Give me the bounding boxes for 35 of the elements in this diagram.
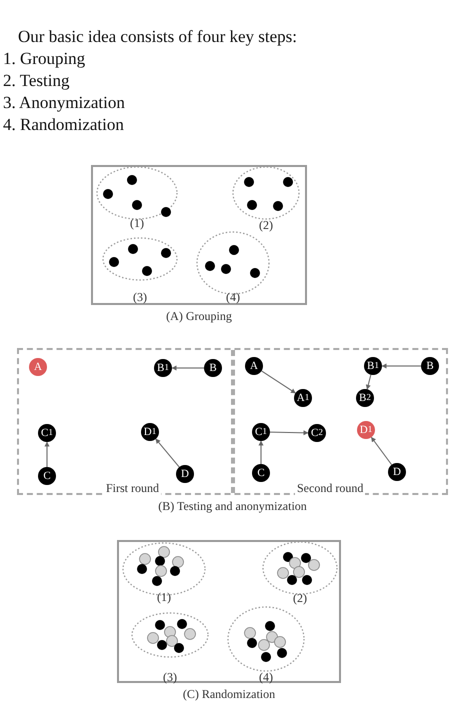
arrow: [155, 438, 180, 468]
step-item: 4. Randomization: [3, 114, 124, 136]
group-number: (2): [258, 218, 274, 232]
node-circle: B: [204, 359, 222, 377]
group-number: (3): [132, 290, 148, 304]
panel-caption: (C) Randomization: [182, 687, 276, 702]
panel-caption: (B) Testing and anonymization: [157, 499, 308, 514]
group-number: (1): [129, 216, 145, 230]
arrow: [382, 364, 422, 368]
group-number: (4): [225, 290, 241, 304]
node-circle: C: [252, 464, 270, 482]
node-circle: D: [388, 463, 406, 481]
step-item: 2. Testing: [3, 70, 70, 92]
intro-text: Our basic idea consists of four key steps:: [18, 26, 298, 48]
group-number: (2): [292, 591, 308, 605]
arrow: [370, 436, 392, 466]
node-circle: C: [38, 467, 56, 485]
round-label: First round: [104, 481, 162, 496]
arrow: [172, 366, 204, 370]
panel-caption: (A) Grouping: [165, 309, 233, 324]
arrow: [258, 440, 264, 464]
arrow: [261, 370, 296, 394]
step-item: 3. Anonymization: [3, 92, 125, 114]
arrow: [44, 442, 50, 468]
group-number: (1): [156, 590, 172, 604]
node-circle: B: [421, 357, 439, 375]
group-number: (4): [258, 670, 274, 684]
arrow: [270, 430, 308, 436]
group-number: (3): [162, 670, 178, 684]
node-circle: A: [245, 357, 263, 375]
node-circle: A: [29, 358, 47, 376]
arrow: [366, 374, 372, 390]
node-circle: D: [176, 465, 194, 483]
step-item: 1. Grouping: [3, 48, 86, 70]
round-label: Second round: [295, 481, 366, 496]
